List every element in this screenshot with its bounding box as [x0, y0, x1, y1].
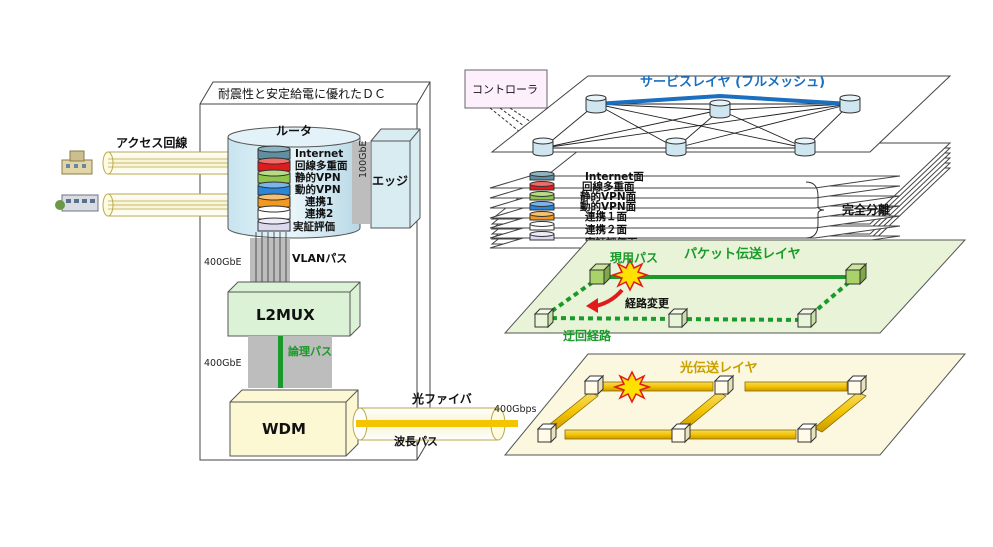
router-disc-coop2	[257, 205, 291, 220]
vlan-lines	[255, 232, 287, 282]
router-disc-multiplex	[257, 157, 291, 172]
controller: コントローラ	[464, 69, 548, 142]
optical-node	[670, 422, 692, 444]
plane-label-5: 連携２面	[585, 223, 627, 236]
wdm-label: WDM	[262, 420, 306, 438]
router-layer-label-4: 連携1	[305, 195, 333, 208]
dc-title: 耐震性と安定給電に優れたＤＣ	[218, 86, 386, 101]
router-label: ルータ	[276, 124, 312, 138]
packet-layer-title: パケット伝送レイヤ	[684, 246, 801, 262]
router-layer-label-0: Internet	[295, 148, 343, 160]
service-node	[532, 94, 861, 157]
router-layer-label-6: 実証評価	[293, 220, 335, 233]
router-layer-labels: Internet 回線多重面 静的VPN 動的VPN 連携1 連携2 実証評価	[293, 148, 348, 233]
logical-path-line	[278, 336, 283, 388]
router-disc-eval	[257, 217, 291, 232]
fiber-bw-label: 400Gbps	[494, 404, 537, 415]
controller-label: コントローラ	[472, 83, 538, 96]
l2mux-bw-label: 400GbE	[204, 358, 242, 369]
router-bw-label: 400GbE	[204, 257, 242, 268]
packet-node	[796, 307, 818, 329]
optical-failure-burst-icon	[612, 370, 652, 404]
plane-disc-internet	[529, 171, 555, 181]
router-l2mux-link	[250, 238, 290, 282]
plane-label-4: 連携１面	[585, 210, 627, 223]
plane-disc-coop2	[529, 221, 555, 231]
plane-disc-static-vpn	[529, 191, 555, 201]
router-disc-dynamic-vpn	[257, 181, 291, 196]
access-line-tube-1	[102, 151, 239, 175]
access-line-label: アクセス回線	[116, 135, 187, 150]
l2mux-label: L2MUX	[256, 306, 315, 324]
router-layer-label-3: 動的VPN	[295, 183, 341, 196]
fiber-tube	[352, 407, 518, 441]
plane-label-0: Internet面	[585, 171, 644, 183]
optical-layer: 光伝送レイヤ	[503, 353, 967, 456]
router-disc-coop1	[257, 193, 291, 208]
wdm-device: WDM	[229, 389, 359, 457]
optical-node	[713, 374, 735, 396]
router-layer-label-2: 静的VPN	[295, 171, 341, 184]
building-icon-1	[61, 150, 93, 175]
router-disc-static-vpn	[257, 169, 291, 184]
optical-layer-title: 光伝送レイヤ	[679, 360, 758, 376]
logical-path-label: 論理パス	[288, 344, 332, 358]
vlan-path-label: VLANパス	[292, 252, 347, 265]
edge-label: エッジ	[372, 174, 408, 188]
packet-node	[533, 307, 555, 329]
l2mux-device: L2MUX	[227, 281, 361, 337]
fiber-label: 光ファイバ	[411, 391, 472, 406]
router-disc-internet	[257, 145, 291, 160]
plane-disc-eval	[529, 231, 555, 241]
plane-label-3: 動的VPN面	[580, 200, 637, 213]
active-path-label: 現用パス	[610, 251, 658, 265]
packet-node	[844, 262, 868, 286]
service-layer-title: サービスレイヤ (フルメッシュ)	[640, 74, 825, 90]
access-line-tube-2	[102, 193, 239, 217]
plane-disc-multiplex	[529, 181, 555, 191]
isolation-brace	[805, 181, 825, 239]
plane-stack: Internet面 回線多重面 静的VPN面 動的VPN面 連携１面 連携２面 …	[489, 171, 901, 249]
optical-node	[536, 422, 558, 444]
isolation-label: 完全分離	[842, 202, 890, 217]
optical-node	[846, 374, 868, 396]
wavelength-path-label: 波長パス	[394, 434, 438, 448]
optical-node	[796, 422, 818, 444]
edge-device: エッジ	[370, 128, 421, 229]
reroute-arrow-icon	[595, 288, 624, 308]
building-icon-2	[55, 194, 99, 212]
optical-node	[583, 374, 605, 396]
packet-node	[667, 307, 689, 329]
edge-bw-label: 100GbE	[358, 140, 369, 178]
plane-disc-coop1	[529, 211, 555, 221]
packet-node	[588, 262, 612, 286]
edge-link	[352, 142, 370, 224]
plane-label-1: 回線多重面	[582, 180, 635, 193]
router-layer-label-5: 連携2	[305, 207, 333, 220]
packet-layer: パケット伝送レイヤ 現用パス 経路変更 迂回経路	[503, 239, 967, 343]
failure-burst-icon	[610, 258, 650, 292]
router-disc-stack	[257, 145, 291, 232]
l2mux-wdm-link	[248, 336, 332, 388]
detour-label: 迂回経路	[563, 328, 612, 343]
router-layer-label-1: 回線多重面	[295, 159, 348, 172]
plane-label-2: 静的VPN面	[580, 190, 637, 203]
plane-disc-dynamic-vpn	[529, 201, 555, 211]
reroute-label: 経路変更	[625, 296, 670, 310]
